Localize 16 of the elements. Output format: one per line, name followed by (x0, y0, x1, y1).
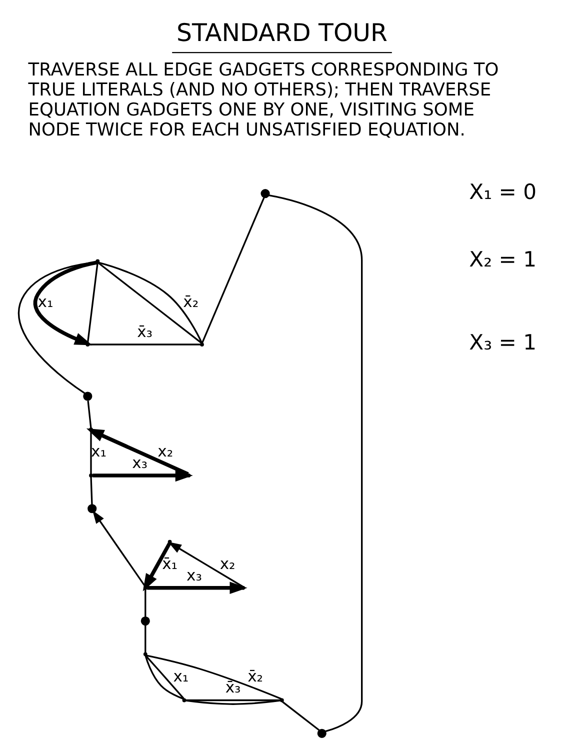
edge-label: x₃ (132, 454, 148, 472)
label: X₂ = 1 (468, 246, 536, 272)
label: X₃ = 1 (468, 330, 536, 355)
edge-label: x̄₁ (162, 554, 178, 573)
edge-label: x̄₃ (136, 322, 152, 341)
edge-label: x₂ (219, 554, 235, 573)
edge-label: x₃ (186, 566, 202, 584)
edge-label: x̄₂ (182, 293, 198, 311)
edge-label: x₁ (37, 293, 53, 311)
diagram-title: STANDARD TOUR (176, 18, 388, 48)
edge-label: x₁ (172, 667, 188, 686)
edge-label: x̄₂ (247, 667, 262, 686)
edge-label: x̄₃ (224, 678, 240, 697)
label: X₁ = 0 (468, 178, 536, 204)
label: TRAVERSE ALL EDGE GADGETS CORRESPONDING TO TRUE LITERALS (AND NO OTHERS); THEN TRAVERSE EQUATION GADGETS ONE BY ONE, VISITING SOME NODE TWICE FOR EACH UNSATISFIED EQUATION. (28, 60, 498, 141)
edge-label: x₂ (157, 442, 173, 461)
